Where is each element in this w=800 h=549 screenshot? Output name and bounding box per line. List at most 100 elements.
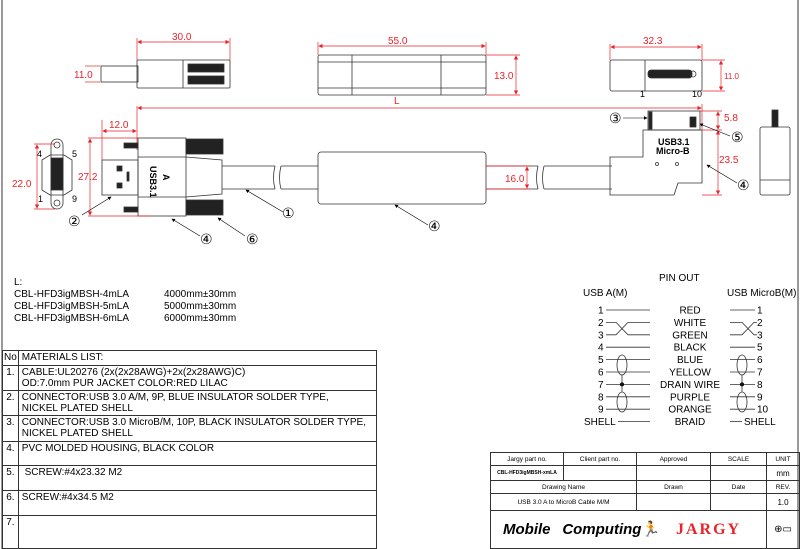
rev-value: 1.0: [766, 493, 800, 511]
usb-a-plug: [101, 159, 139, 196]
jargy-part-value: CBL-HFD3igMBSH-xmLA: [490, 465, 564, 481]
pin-a-label: 8: [598, 392, 604, 403]
row-no: 7.: [2, 515, 19, 549]
row-desc: [17, 515, 378, 549]
desc-line: SCREW:#4x23.32 M2: [21, 467, 123, 478]
dim-label: 27.2: [78, 172, 98, 183]
drawn-value: [636, 493, 711, 511]
dim-label: L: [394, 96, 400, 107]
micro-connector-mark: Micro-B: [656, 146, 690, 156]
date-value: [710, 493, 767, 511]
desc-line: OD:7.0mm PUR JACKET COLOR:RED LILAC: [21, 378, 228, 389]
date-label: Date: [710, 480, 767, 494]
callout-5: ⑤: [731, 130, 744, 146]
unit-value: mm: [766, 465, 800, 481]
desc-line: CONNECTOR:USB 3.0 MicroB/M, 10P, BLACK I…: [21, 417, 366, 428]
dim-label: 13.0: [494, 71, 514, 82]
dim-label: 16.0: [505, 174, 525, 185]
pinout-title: PIN OUT: [659, 273, 700, 284]
pin-marker: 1: [38, 194, 43, 204]
wire-color-label: DRAIN WIRE: [660, 380, 720, 391]
pin-a-label: 3: [598, 330, 604, 341]
row-no: 2.: [2, 390, 19, 416]
client-part-value: [563, 465, 637, 481]
pin-marker: 10: [692, 89, 702, 99]
wire-color-label: WHITE: [674, 318, 707, 329]
approved-label: Approved: [636, 452, 711, 466]
mobile-logo: Mobile: [503, 521, 551, 538]
length-part: CBL-HFD3igMBSH-6mLA: [14, 313, 130, 324]
a-overmold: [123, 137, 224, 217]
table-row: 7.: [2, 515, 378, 549]
projection-symbol-icon: ⊕▭: [766, 510, 800, 549]
drawn-label: Drawn: [636, 480, 711, 494]
wire-color-label: PURPLE: [670, 392, 710, 403]
desc-line: NICKEL PLATED SHELL: [21, 403, 133, 414]
desc-line: PVC MOLDED HOUSING, BLACK COLOR: [21, 443, 215, 454]
wire-color-label: GREEN: [672, 330, 708, 341]
callout-1: ①: [282, 206, 295, 222]
row-desc: SCREW:#4x34.5 M2: [17, 490, 378, 516]
row-no: 6.: [2, 490, 19, 516]
materials-no-header: No: [2, 350, 19, 366]
pin-marker: 1: [640, 89, 645, 99]
table-row: 4.PVC MOLDED HOUSING, BLACK COLOR: [2, 441, 378, 466]
cable: [222, 165, 612, 190]
callout-3: ③: [609, 111, 622, 127]
twisted-pair-cross: [606, 322, 650, 336]
pin-a-label: 1: [598, 306, 604, 317]
row-no: 1.: [2, 365, 19, 391]
rev-label: REV.: [766, 480, 800, 494]
length-value: 5000mm±30mm: [164, 301, 237, 312]
row-no: 4.: [2, 441, 19, 466]
jargy-part-label: Jargy part no.: [490, 452, 564, 466]
dim-22: [34, 143, 55, 210]
pin-b-label: 10: [757, 405, 769, 416]
callout-leaders: [81, 116, 738, 237]
pin-b-label: 3: [757, 330, 763, 341]
dim-label: 11.0: [74, 70, 93, 81]
pin-a-label: SHELL: [584, 417, 616, 428]
callout-6: ⑥: [246, 232, 259, 248]
dim-label: 22.0: [12, 179, 32, 190]
dim-label: 11.0: [724, 72, 740, 81]
scale-value: [710, 465, 767, 481]
pin-b-label: 1: [757, 306, 763, 317]
pin-b-label: 5: [757, 343, 763, 354]
pin-b-label: SHELL: [744, 417, 776, 428]
dim-label: 30.0: [172, 32, 192, 43]
client-part-label: Client part no.: [563, 452, 637, 466]
wire-color-label: ORANGE: [668, 405, 712, 416]
micro-b-housing: [609, 110, 703, 196]
row-no: 5.: [2, 465, 19, 491]
pin-marker: 9: [72, 194, 77, 204]
wire-color-label: BRAID: [675, 417, 706, 428]
dim-32-3: [609, 44, 725, 92]
callout-4: ④: [428, 219, 441, 235]
dim-label: 5.8: [724, 113, 738, 124]
row-desc: CONNECTOR:USB 3.0 A/M, 9P, BLUE INSULATO…: [17, 390, 378, 416]
ferrite-core: [317, 151, 487, 205]
pin-b-label: 7: [757, 368, 763, 379]
dim-label: 32.3: [643, 36, 663, 47]
row-desc: CABLE:UL20276 (2x(2x28AWG)+2x(2x28AWG)C)…: [17, 365, 378, 391]
dim-label: 23.5: [719, 155, 739, 166]
pin-a-label: 9: [598, 405, 604, 416]
dim-5-8-23-5: [700, 110, 722, 196]
dim-12-27: [87, 120, 150, 217]
drawing-name-value: USB 3.0 A to MicroB Cable M/M: [490, 493, 637, 511]
pin-a-label: 2: [598, 318, 604, 329]
micro-connector-top-view: [609, 59, 703, 92]
pinout-left-header: USB A(M): [583, 288, 627, 299]
desc-line: CONNECTOR:USB 3.0 A/M, 9P, BLUE INSULATO…: [21, 392, 329, 403]
length-value: 4000mm±30mm: [164, 289, 237, 300]
pinout-right-header: USB MicroB(M): [727, 288, 796, 299]
computing-logo: Computing: [562, 521, 642, 538]
pin-b-label: 6: [757, 355, 763, 366]
length-value: 6000mm±30mm: [164, 313, 237, 324]
callout-4: ④: [737, 178, 750, 194]
